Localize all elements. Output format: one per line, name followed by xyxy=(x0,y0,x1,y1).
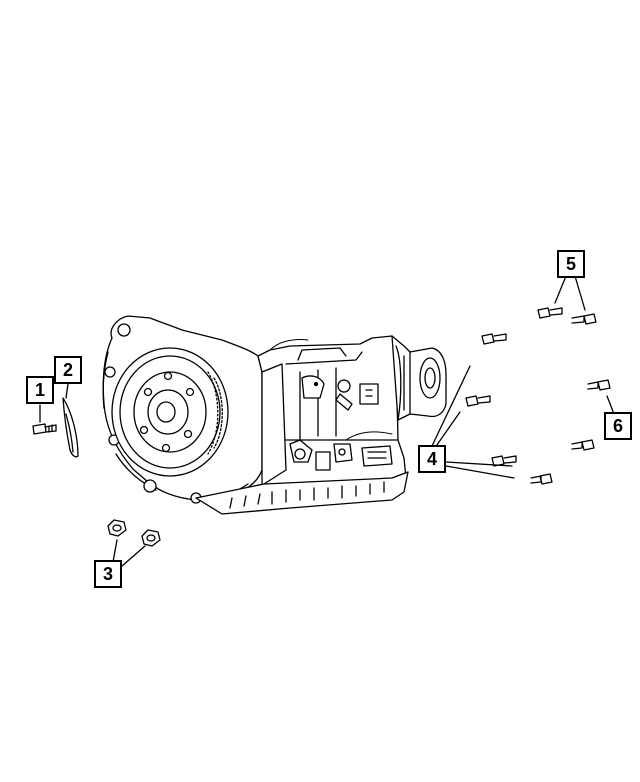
part-2-shield xyxy=(62,383,79,458)
part-1-bolt xyxy=(32,404,57,435)
callout-2: 2 xyxy=(54,356,82,384)
part-5-studs xyxy=(537,275,597,325)
transmission-case xyxy=(257,335,407,501)
callout-6: 6 xyxy=(604,412,632,440)
callout-4: 4 xyxy=(418,445,446,473)
oil-pan xyxy=(195,471,409,515)
callout-5: 5 xyxy=(557,250,585,278)
part-3-nuts xyxy=(107,519,161,567)
transmission-assembly xyxy=(102,315,447,515)
part-6-bolts xyxy=(571,379,615,451)
rear-extension xyxy=(391,335,447,421)
part-4-bolts xyxy=(431,333,553,485)
torque-converter xyxy=(111,347,229,477)
callout-1: 1 xyxy=(26,376,54,404)
callout-3: 3 xyxy=(94,560,122,588)
